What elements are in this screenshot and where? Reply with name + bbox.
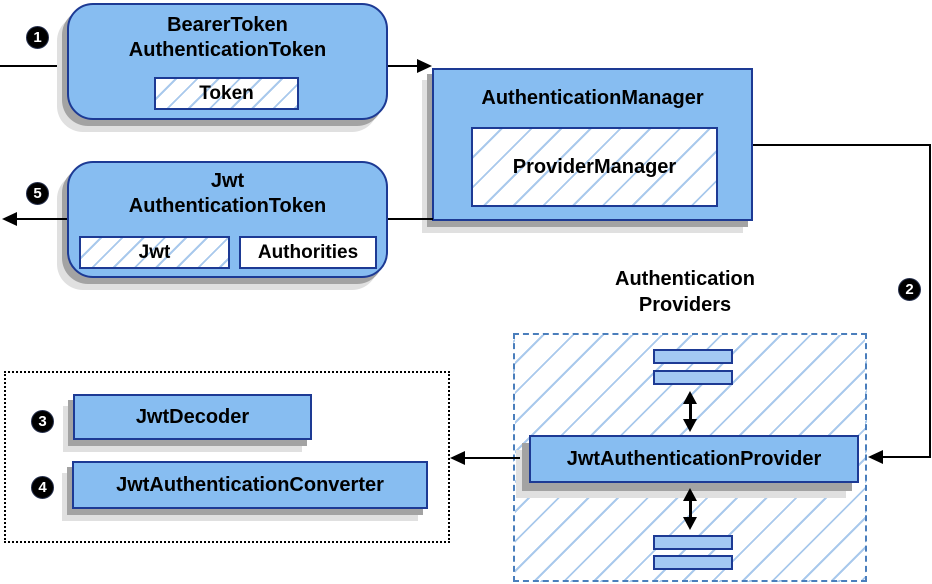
double-arrow-bottom [682, 488, 698, 530]
jwt-authentication-token-node: Jwt AuthenticationToken Jwt Authorities [67, 161, 388, 278]
arrowhead-response-out [2, 212, 17, 226]
step-badge-4: 4 [31, 476, 54, 499]
provider-placeholder-bar [653, 370, 733, 385]
arrowhead-into-decoder-group [450, 451, 465, 465]
provider-placeholder-bar [653, 349, 733, 364]
jwt-token-title-line1: Jwt [210, 170, 245, 192]
flow-line-manager-to-jwt-token [388, 218, 433, 220]
bearer-token-title-line1: BearerToken [167, 14, 288, 36]
arrowhead-into-manager [417, 59, 432, 73]
authentication-manager-node: AuthenticationManager ProviderManager [432, 68, 753, 221]
double-arrow-top [682, 391, 698, 432]
arrowhead-up [683, 391, 697, 404]
jwt-authentication-provider-node: JwtAuthenticationProvider [529, 435, 859, 483]
authentication-manager-title: AuthenticationManager [481, 87, 704, 109]
step-badge-3: 3 [31, 410, 54, 433]
flow-line-step2-top [753, 144, 931, 146]
arrowhead-up [683, 488, 697, 501]
arrowhead-down [683, 517, 697, 530]
jwt-field: Jwt [79, 236, 230, 269]
step-badge-5: 5 [26, 182, 49, 205]
arrowhead-into-provider [868, 450, 883, 464]
jwt-decoder-node: JwtDecoder [73, 394, 312, 440]
jwt-token-title-line2: AuthenticationToken [128, 195, 327, 217]
provider-manager-box: ProviderManager [471, 127, 718, 207]
flow-line-to-manager [388, 65, 419, 67]
step-badge-2: 2 [898, 278, 921, 301]
flow-line-provider-to-decoder [464, 457, 520, 459]
providers-caption-line1: Authentication [615, 268, 755, 290]
jwt-authentication-converter-node: JwtAuthenticationConverter [72, 461, 428, 509]
flow-line-step2-bottom [882, 456, 929, 458]
provider-placeholder-bar [653, 535, 733, 550]
flow-line-request-in [0, 65, 67, 67]
flow-line-response-out [14, 218, 67, 220]
jwt-token-node-title: Jwt AuthenticationToken [69, 169, 386, 219]
bearer-token-authentication-token-node: BearerToken AuthenticationToken Token [67, 3, 388, 120]
provider-placeholder-bar [653, 555, 733, 570]
authorities-field: Authorities [239, 236, 377, 269]
bearer-token-title-line2: AuthenticationToken [128, 39, 327, 61]
token-field: Token [154, 77, 299, 110]
authentication-providers-caption: Authentication Providers [575, 266, 795, 318]
providers-caption-line2: Providers [638, 294, 732, 316]
arrowhead-down [683, 419, 697, 432]
flow-line-step2-vertical [929, 144, 931, 458]
step-badge-1: 1 [26, 26, 49, 49]
bearer-token-node-title: BearerToken AuthenticationToken [69, 13, 386, 63]
